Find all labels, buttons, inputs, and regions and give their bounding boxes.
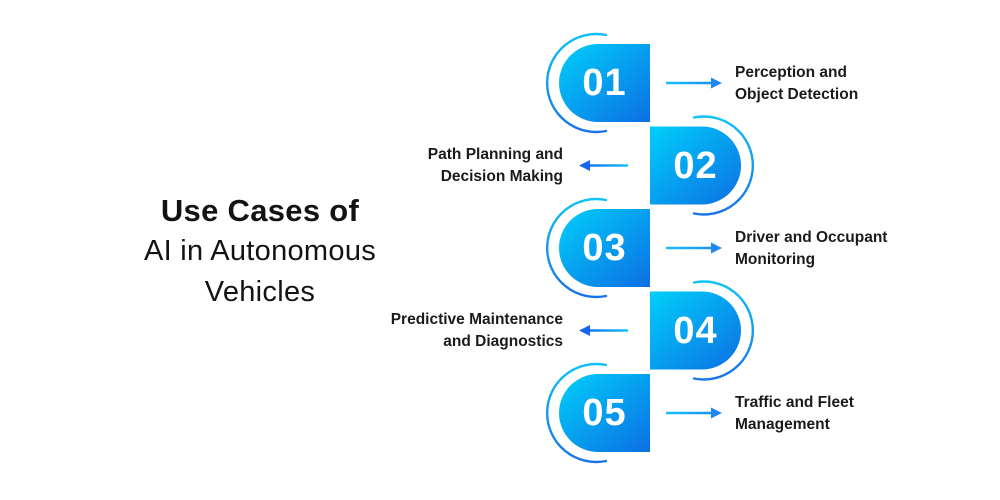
step-arc-02 [692,115,755,216]
step-label-02-line2: Decision Making [440,167,563,185]
step-label-01-line1: Perception and [735,64,847,81]
step-label-01: Perception and Object Detection [735,62,858,105]
step-number-05: 05 [582,392,627,434]
step-label-05: Traffic and Fleet Management [735,392,854,435]
step-number-01: 01 [582,62,627,104]
arrow-right-icon [711,242,722,254]
step-label-02-line1: Path Planning and [427,146,563,163]
title-line-3: Vehicles [204,276,316,308]
arrow-left-icon [579,325,590,336]
arrow-left-icon [579,160,590,171]
step-label-04-line1: Predictive Maintenance [390,311,563,328]
step-label-03-line2: Monitoring [735,250,816,268]
step-label-02: Path Planning and Decision Making [428,144,563,187]
step-number-02: 02 [673,145,718,187]
step-label-03-line1: Driver and Occupant [735,229,888,246]
step-label-01-line2: Object Detection [735,85,859,103]
arrow-right-icon [711,77,722,89]
step-arc-05 [545,362,608,464]
step-pill-03 [559,209,650,287]
step-arc-01 [545,32,608,134]
step-label-04: Predictive Maintenance and Diagnostics [391,309,563,352]
step-pill-04 [650,291,741,370]
step-label-03: Driver and Occupant Monitoring [735,227,887,270]
arrow-right-icon [711,407,722,419]
step-number-03: 03 [582,227,627,269]
page-title: Use Cases of AI in Autonomous Vehicles [110,190,410,313]
step-pill-05 [559,374,650,452]
step-pill-02 [650,126,741,205]
step-arc-04 [692,280,755,381]
title-line-2: AI in Autonomous [143,235,377,267]
step-label-04-line2: and Diagnostics [443,332,563,350]
step-label-05-line2: Management [735,415,830,433]
step-arc-03 [545,197,608,299]
step-number-04: 04 [673,310,718,352]
step-pill-01 [559,44,650,122]
step-label-05-line1: Traffic and Fleet [735,394,854,411]
title-line-1: Use Cases of [160,193,360,228]
